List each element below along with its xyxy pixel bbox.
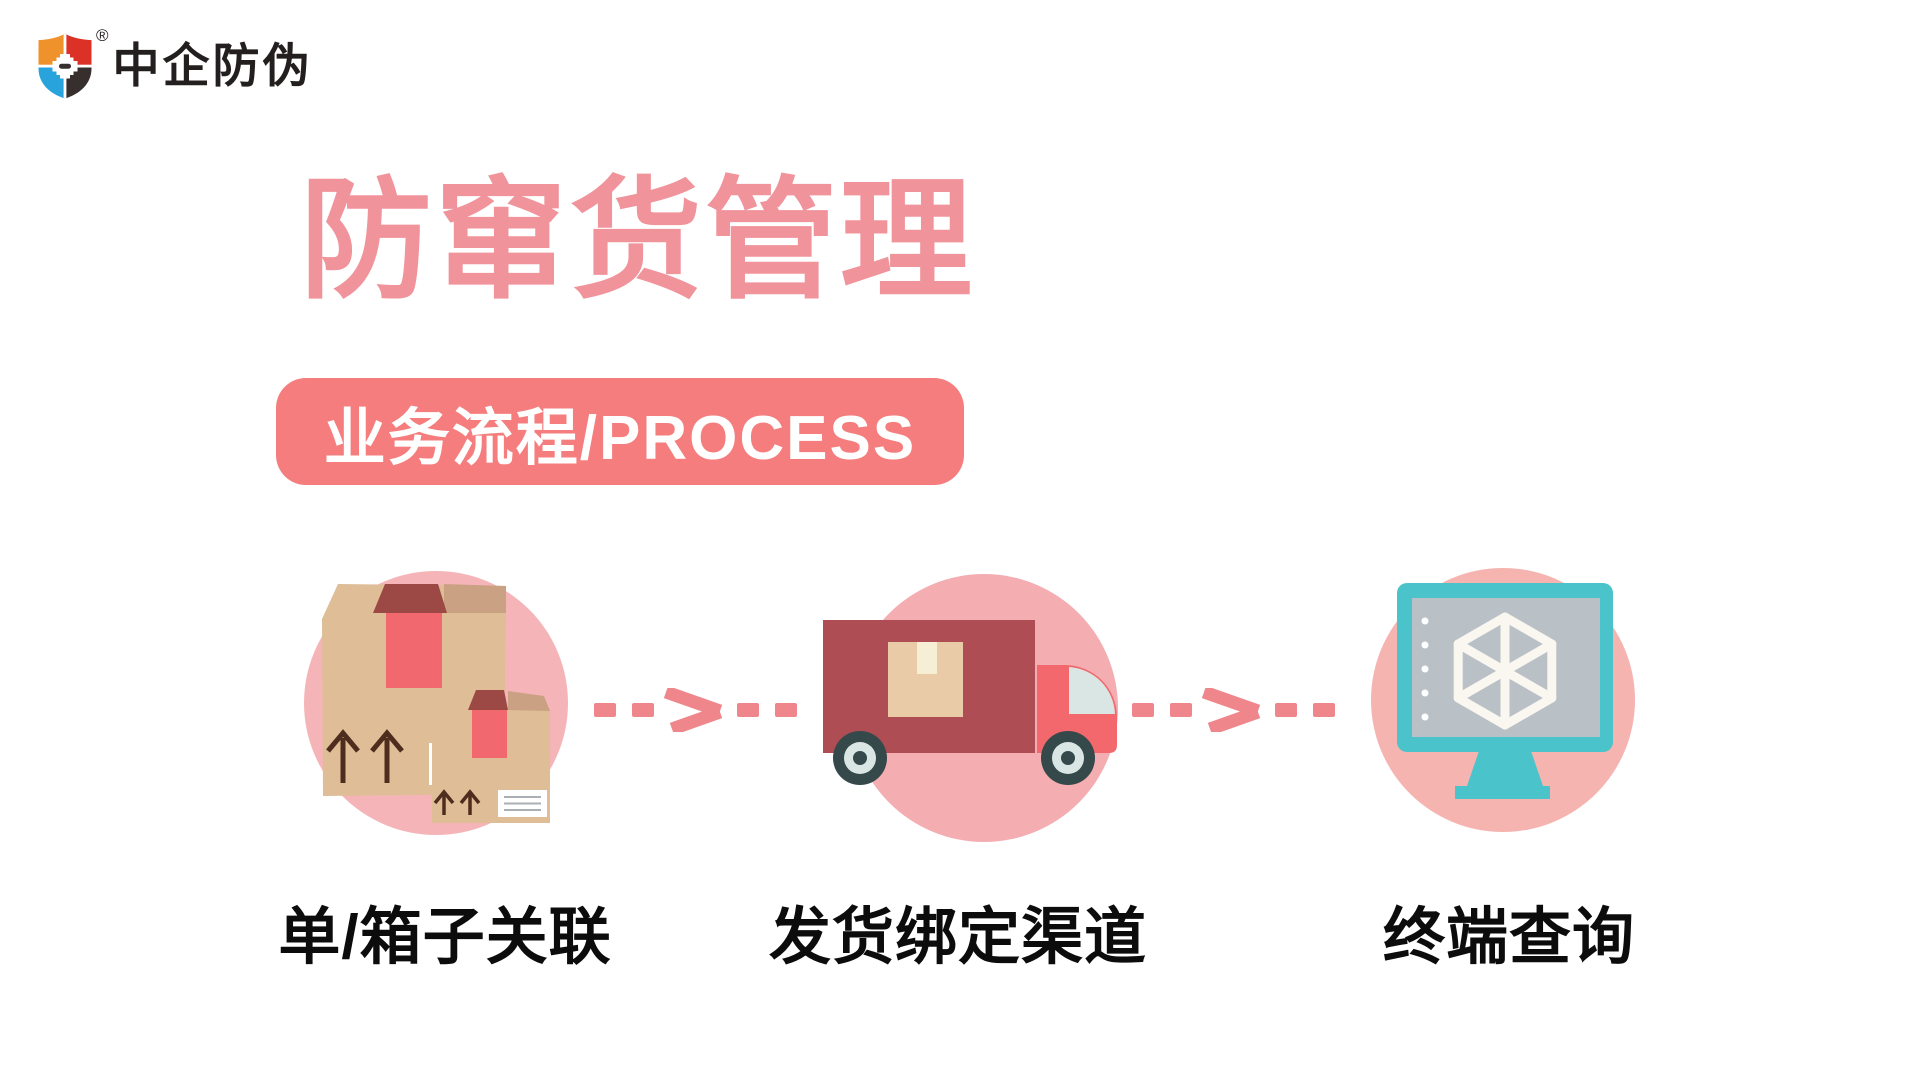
process-badge-label: 业务流程/PROCESS xyxy=(323,403,917,473)
packages-icon xyxy=(304,571,568,835)
brand-logo: ® 中企防伪 xyxy=(36,26,313,100)
registered-trademark-symbol: ® xyxy=(96,26,109,45)
shield-logo-icon xyxy=(38,33,92,99)
step-label-3: 终端查询 xyxy=(1382,903,1636,972)
page-title: 防窜货管理 xyxy=(300,167,975,314)
process-badge: 业务流程/PROCESS xyxy=(276,378,964,485)
dashed-arrow-icon xyxy=(1132,688,1335,732)
delivery-truck-icon xyxy=(823,574,1118,842)
dashed-arrow-icon xyxy=(594,688,797,732)
step-label-1: 单/箱子关联 xyxy=(278,903,612,972)
terminal-monitor-icon xyxy=(1371,568,1635,832)
brand-name: 中企防伪 xyxy=(112,39,313,92)
step-label-2: 发货绑定渠道 xyxy=(768,903,1148,972)
